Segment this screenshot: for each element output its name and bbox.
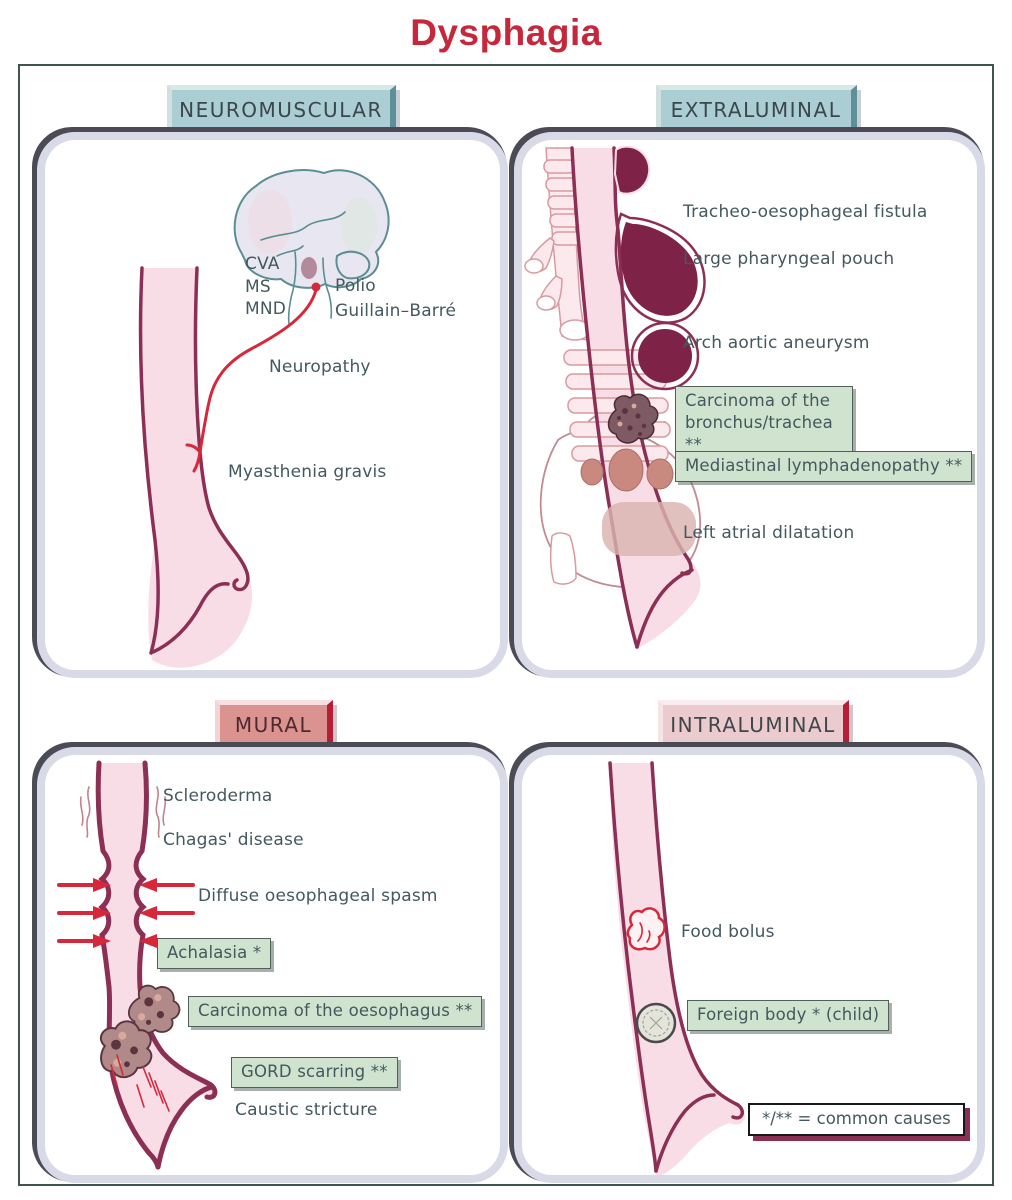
box-carcinoma-oesophagus: Carcinoma of the oesophagus **: [188, 996, 483, 1027]
neuromuscular-artwork: [138, 169, 390, 668]
tab-mural: MURAL: [215, 700, 333, 751]
tab-mural-label: MURAL: [234, 713, 313, 737]
label-myasthenia-gravis: Myasthenia gravis: [228, 462, 387, 482]
box-achalasia: Achalasia *: [157, 938, 272, 969]
tab-extraluminal-label: EXTRALUMINAL: [670, 98, 842, 122]
scarring-hatches: [110, 1054, 170, 1112]
label-ms: MS: [245, 276, 271, 297]
label-group-peripheral: Polio Guillain–Barré: [335, 274, 456, 324]
label-aneurysm: Arch aortic aneurysm: [683, 333, 870, 353]
brain-illustration: [233, 169, 390, 325]
nerve-illustration: [185, 282, 321, 473]
panel-intraluminal: Food bolus Foreign body * (child) */** =…: [522, 755, 977, 1175]
box-mediastinal-lymphadenopathy: Mediastinal lymphadenopathy **: [675, 451, 973, 482]
esophagus-illustration: [572, 148, 701, 648]
coin-foreign-body: [635, 1002, 677, 1044]
label-caustic-stricture: Caustic stricture: [235, 1100, 378, 1120]
tab-intraluminal-label: INTRALUMINAL: [670, 713, 836, 737]
pharyngeal-pouch: [614, 212, 706, 324]
fistula-mass: [613, 145, 651, 195]
tab-neuromuscular: NEUROMUSCULAR: [167, 85, 396, 136]
box-foreign-body: Foreign body * (child): [687, 1000, 890, 1031]
tab-intraluminal: INTRALUMINAL: [658, 700, 849, 751]
label-left-atrial-dilatation: Left atrial dilatation: [683, 523, 855, 543]
label-food-bolus: Food bolus: [681, 922, 775, 942]
label-diffuse-spasm: Diffuse oesophageal spasm: [198, 886, 438, 906]
tab-neuromuscular-label: NEUROMUSCULAR: [179, 98, 383, 122]
legend-common-causes: */** = common causes: [748, 1103, 965, 1136]
brainstem-lesion: [301, 257, 317, 279]
box-gord-scarring: GORD scarring **: [231, 1057, 398, 1088]
intraluminal-artwork: [608, 761, 745, 1175]
label-cva: CVA: [245, 254, 280, 274]
trachea-illustration: [524, 147, 591, 341]
tab-extraluminal: EXTRALUMINAL: [656, 85, 857, 136]
tumor-mass: [607, 393, 659, 444]
panel-neuromuscular: CVA MS MND Polio Guillain–Barré Neuropat…: [45, 140, 500, 670]
label-mnd: MND: [245, 299, 287, 319]
extraluminal-artwork: [524, 145, 706, 649]
label-neuropathy: Neuropathy: [269, 357, 371, 377]
esophagus-walls: [570, 146, 694, 649]
page-title: Dysphagia: [410, 12, 602, 53]
tumor-mass-upper: [127, 984, 181, 1034]
food-bolus: [626, 907, 666, 951]
label-group-central: CVA MS MND: [245, 253, 286, 321]
label-guillain-barre: Guillain–Barré: [335, 301, 457, 321]
esophagus-illustration: [608, 761, 745, 1175]
label-fistula: Tracheo-oesophageal fistula: [683, 202, 928, 222]
panel-mural: Scleroderma Chagas' disease Diffuse oeso…: [45, 755, 500, 1175]
label-pouch: Large pharyngeal pouch: [683, 249, 895, 269]
label-chagas-disease: Chagas' disease: [163, 830, 304, 850]
aortic-aneurysm: [630, 321, 700, 391]
lymph-nodes: [580, 448, 674, 492]
scleroderma-squiggles: [79, 786, 167, 838]
label-scleroderma: Scleroderma: [163, 786, 273, 806]
left-atrium: [602, 502, 696, 556]
label-polio: Polio: [335, 276, 376, 296]
panel-extraluminal: Tracheo-oesophageal fistula Large pharyn…: [522, 140, 977, 670]
box-carcinoma-bronchus: Carcinoma of the bronchus/trachea **: [675, 386, 853, 461]
